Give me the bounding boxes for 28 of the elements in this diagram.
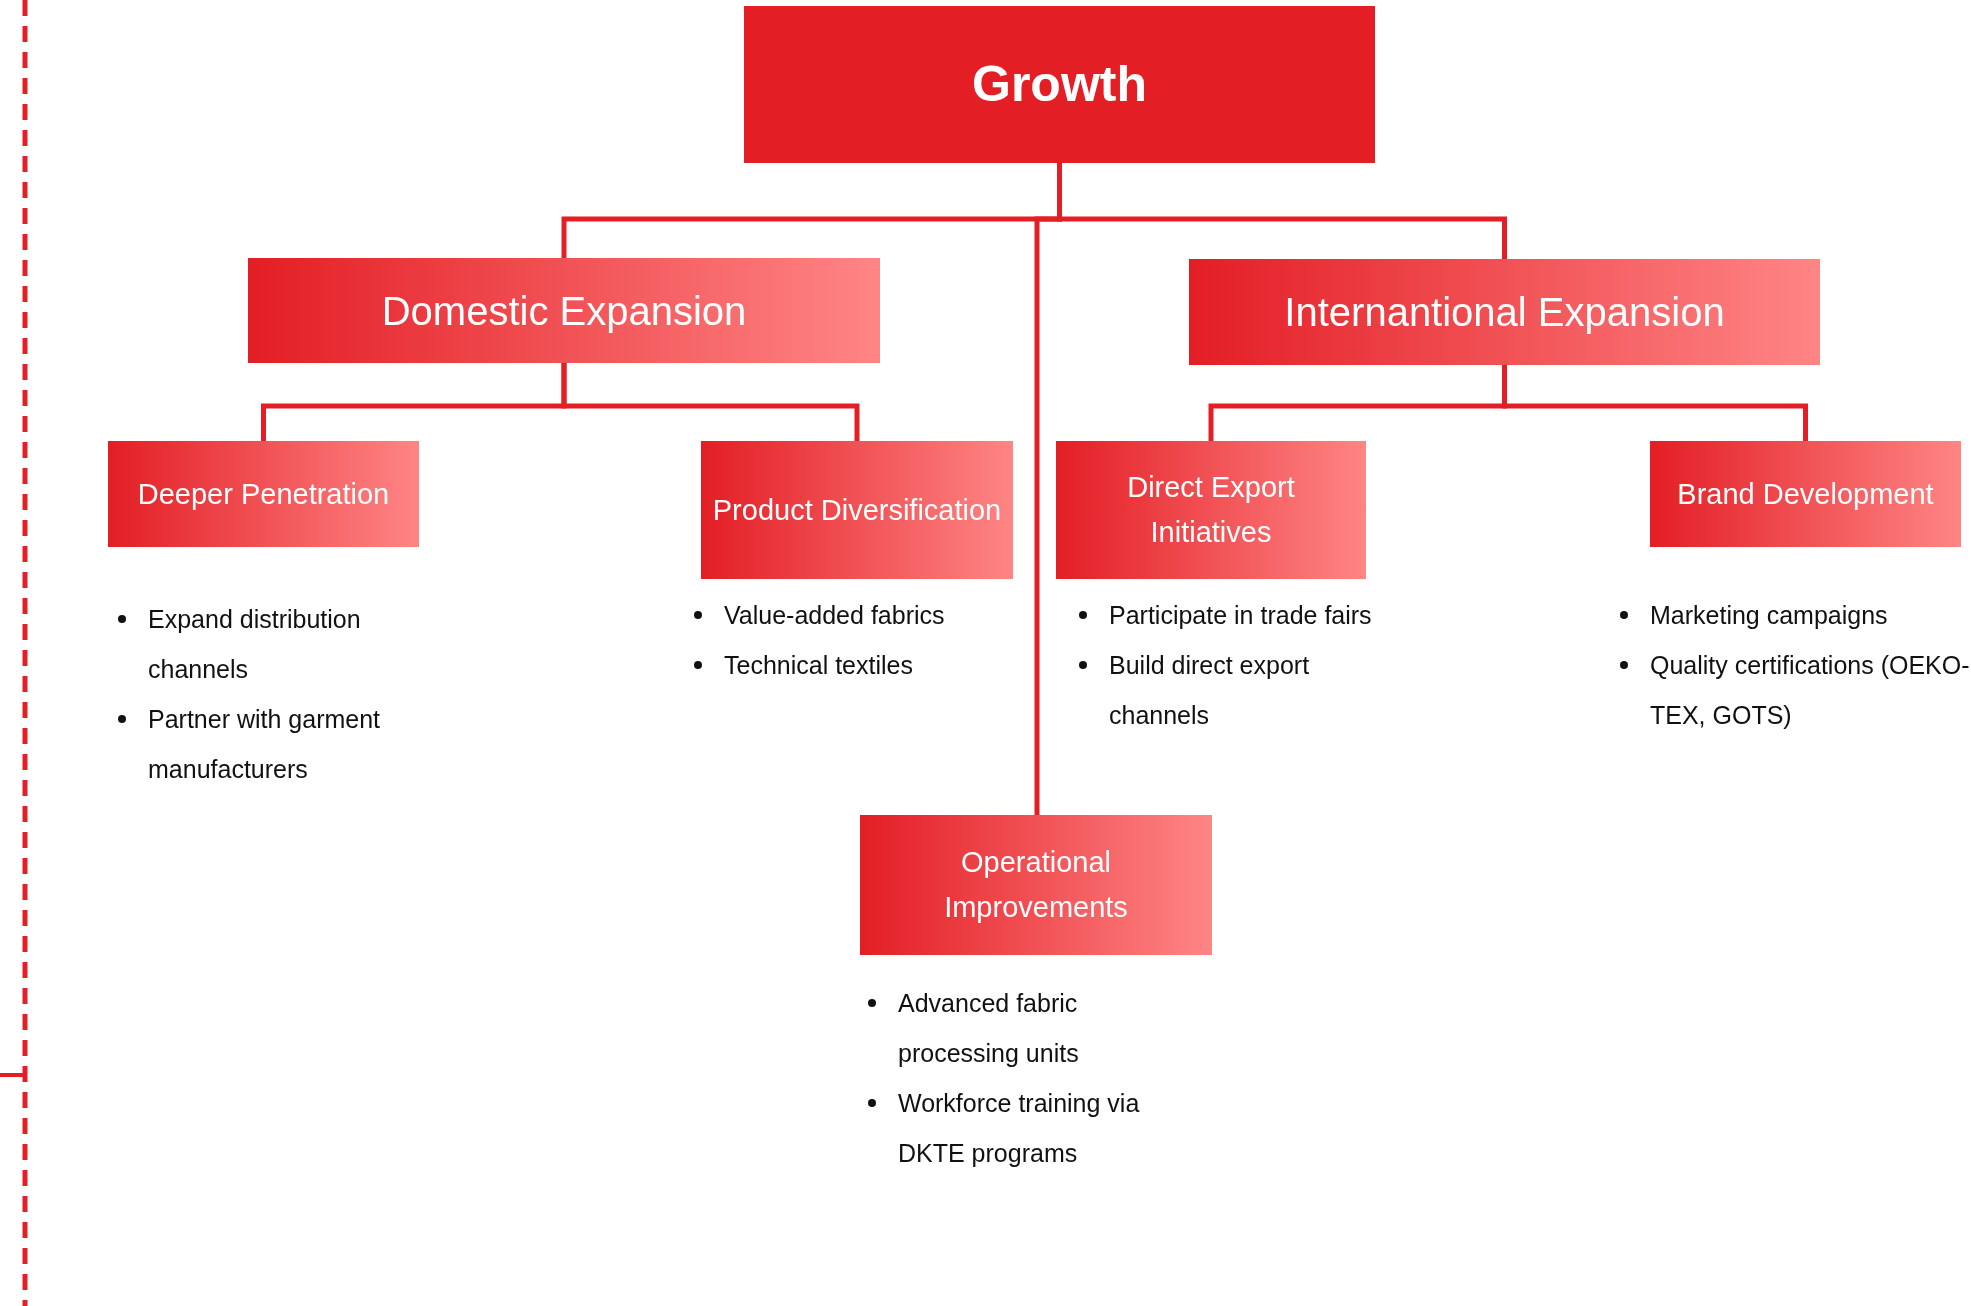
- bullet-item: Quality certifications (OEKO-TEX, GOTS): [1650, 651, 1970, 729]
- category-box: [1189, 259, 1820, 365]
- bullet-item: Marketing campaigns: [1650, 601, 1888, 629]
- bullet-item: Expand distribution channels: [148, 605, 361, 683]
- category-box: [701, 441, 1013, 579]
- category-box: [1650, 441, 1961, 547]
- node-title: Brand Development: [1677, 476, 1934, 512]
- connector-line: [561, 363, 860, 441]
- node-title: Direct Export Initiatives: [1126, 470, 1296, 550]
- node-title: Growth: [972, 54, 1147, 114]
- bullet-item: Technical textiles: [724, 651, 913, 679]
- bullet-item: Participate in trade fairs: [1109, 601, 1372, 629]
- bullet-item: Workforce training via DKTE programs: [898, 1089, 1140, 1167]
- bullet-item: Value-added fabrics: [724, 601, 945, 629]
- category-box: [108, 441, 419, 547]
- node-title: Internantional Expansion: [1284, 289, 1725, 336]
- category-box: [860, 815, 1212, 955]
- category-box: [248, 258, 880, 363]
- root-box: [744, 6, 1375, 163]
- bullet-item: Build direct export channels: [1109, 651, 1310, 729]
- bullet-item: Advanced fabric processing units: [898, 989, 1079, 1067]
- node-title: Domestic Expansion: [381, 287, 747, 335]
- node-title: Operational Improvements: [943, 845, 1129, 925]
- connector-line: [1502, 365, 1808, 441]
- node-title: Deeper Penetration: [137, 476, 390, 512]
- category-box: [1056, 441, 1366, 579]
- node-title: Product Diversification: [712, 492, 1002, 528]
- bullet-item: Partner with garment manufacturers: [148, 705, 381, 783]
